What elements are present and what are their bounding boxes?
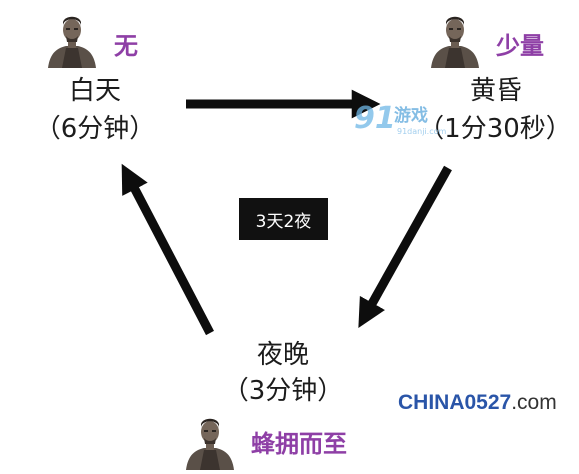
night-zombie-level: 蜂拥而至 [251,430,347,458]
china0527-watermark: CHINA0527.com [398,392,557,413]
site-91-subtext: 91danji.com [397,127,447,136]
dusk-zombie-level: 少量 [496,32,544,60]
site-91-logo: 91 [354,101,396,136]
night-title: 夜晚 [256,340,309,370]
dusk-duration: （1分30秒） [418,114,572,144]
zombie-portrait-icon [44,12,100,68]
day-zombie-level: 无 [114,32,138,60]
zombie-portrait-icon [182,414,238,470]
site-91-text: 游戏 [394,106,428,126]
arrow-dusk-to-night [358,165,452,329]
arrow-night-to-day [121,163,214,336]
cycle-arrows [121,89,452,336]
cycle-length-badge: 3天2夜 [239,198,328,240]
night-duration: （3分钟） [222,376,344,406]
china0527-prefix: CHINA0527 [398,391,512,414]
china0527-suffix: .com [511,391,557,414]
day-title: 白天 [68,76,121,106]
zombie-portrait-icon [427,12,483,68]
day-duration: （6分钟） [34,114,156,144]
dusk-title: 黄昏 [469,76,522,106]
